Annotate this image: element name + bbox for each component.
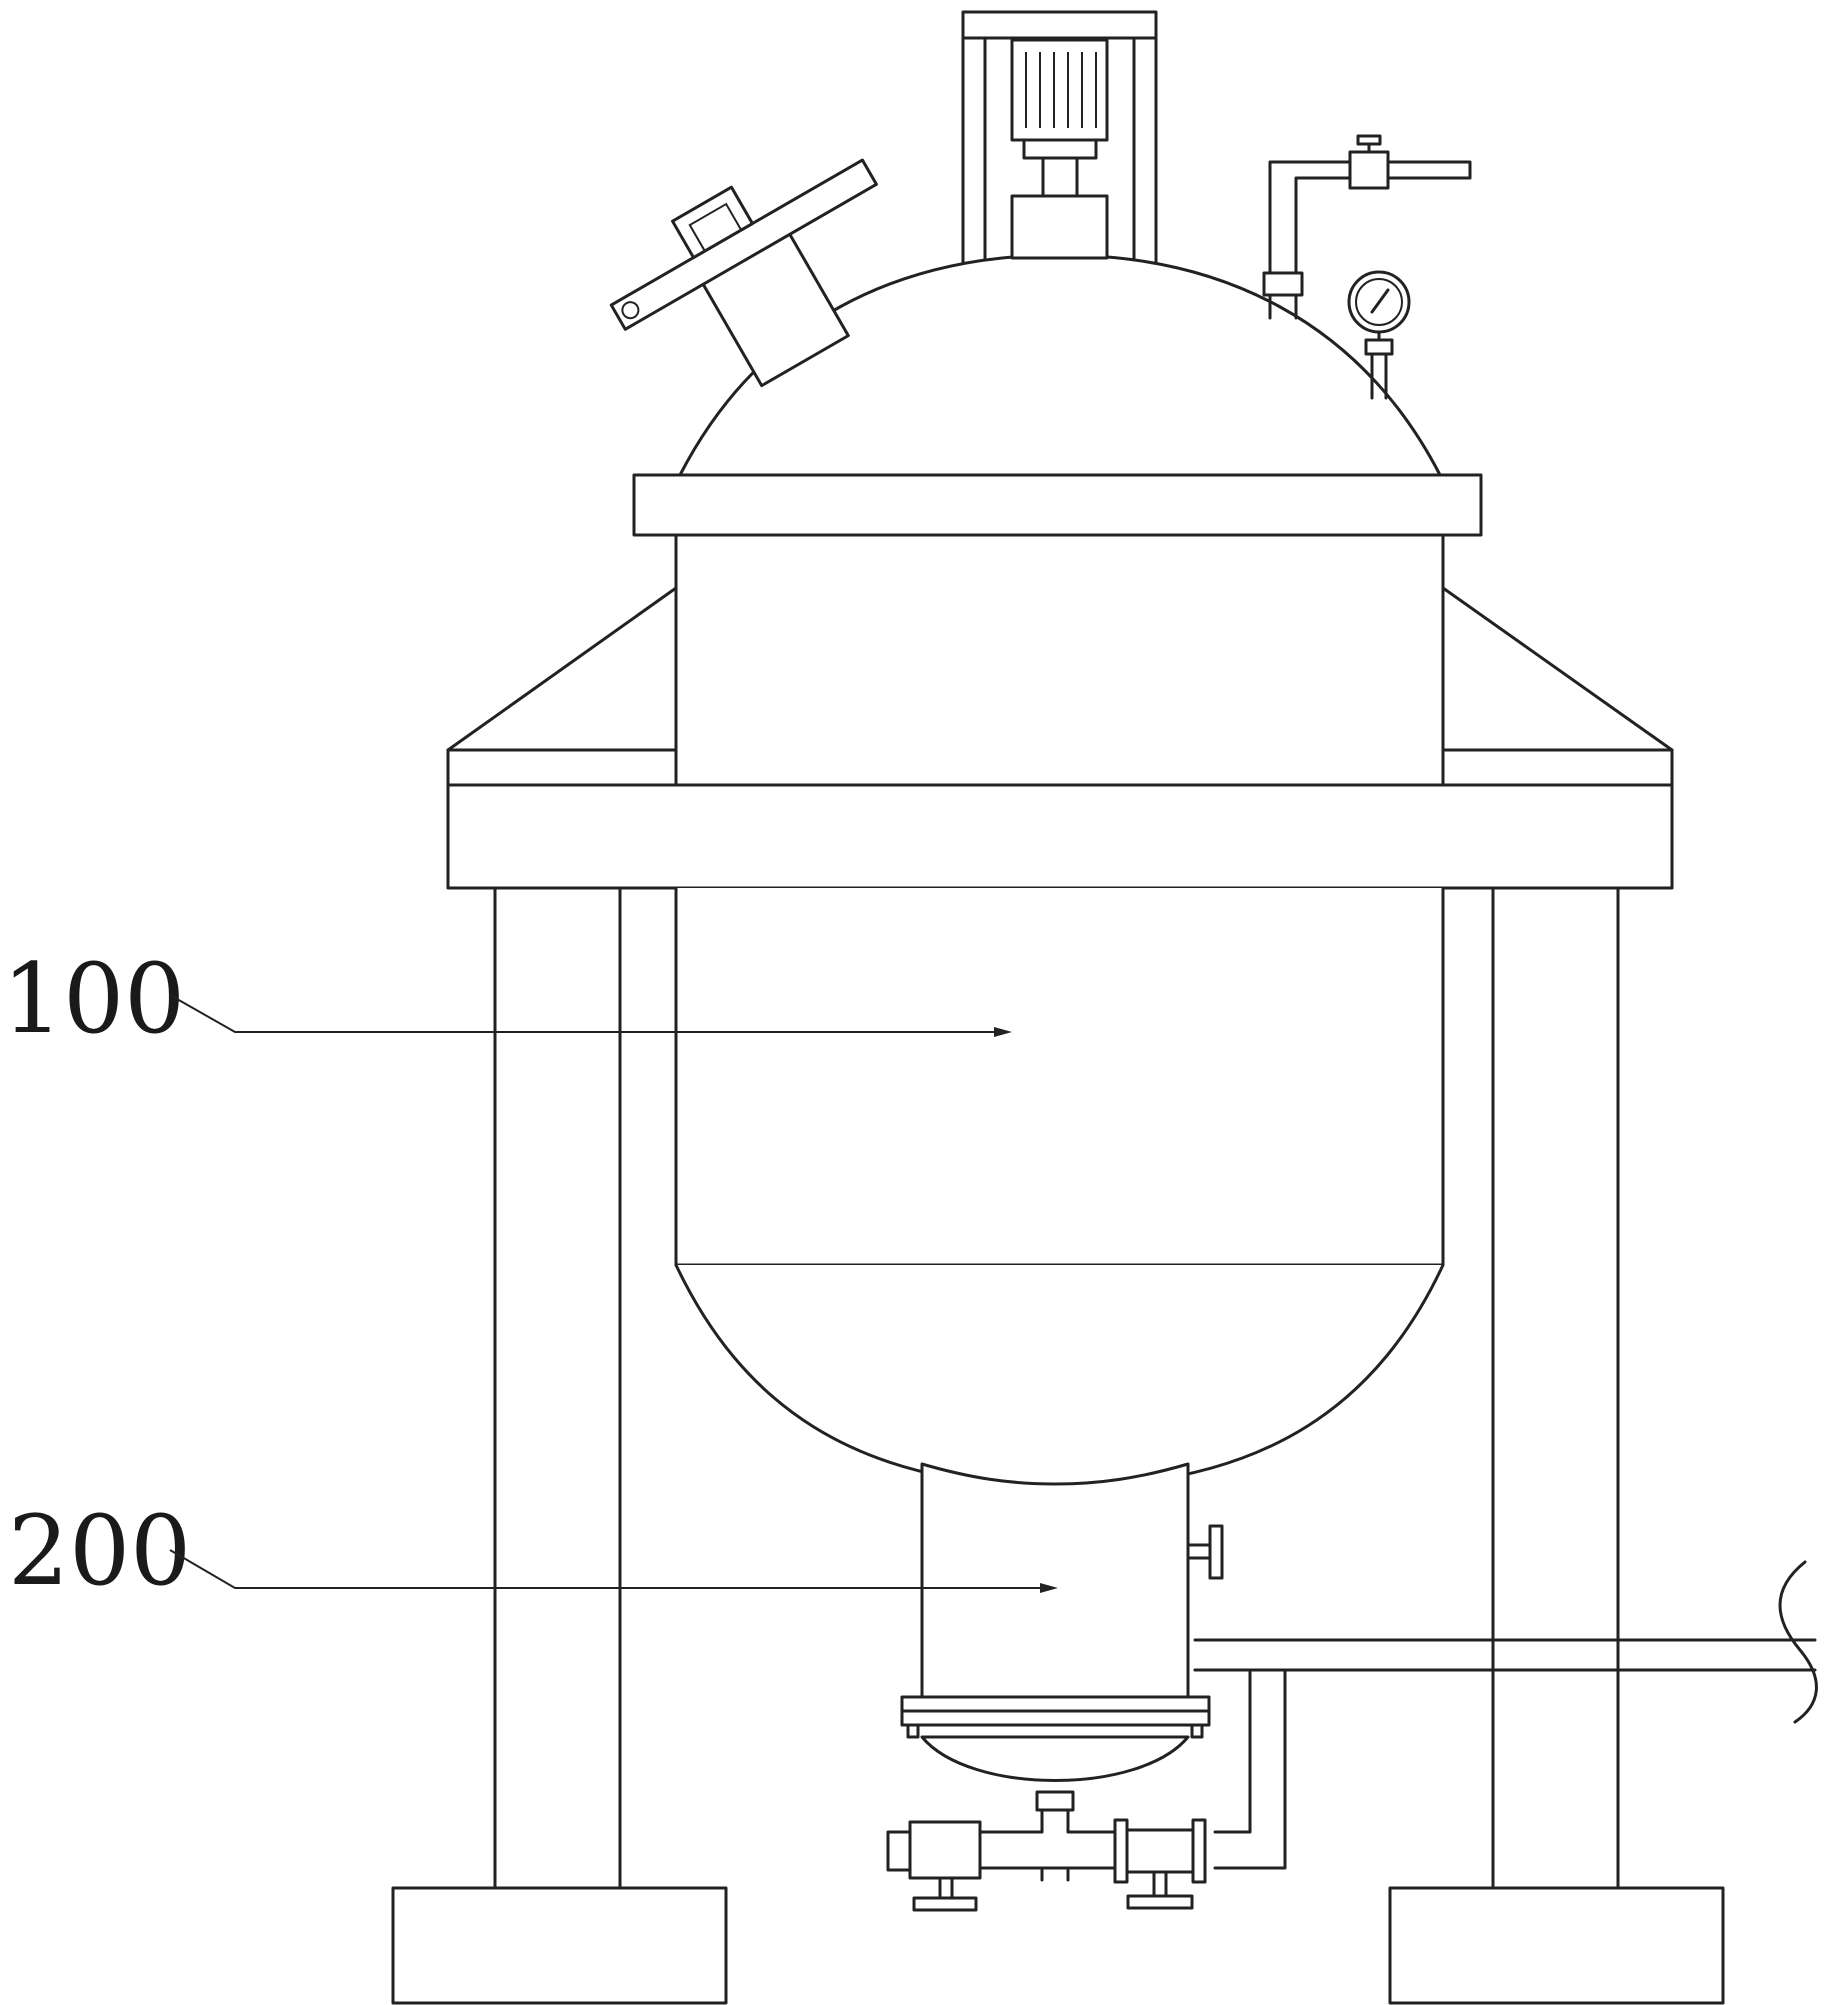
agitator-motor — [961, 10, 1158, 264]
arrow-head-icon — [1040, 1583, 1058, 1593]
label-100: 100 — [2, 943, 185, 1055]
bottom-pump-assembly — [886, 1808, 1207, 1912]
callout-200: 200 — [8, 1495, 1058, 1607]
motor-fins-icon — [1025, 52, 1097, 128]
support-frame — [446, 748, 1674, 890]
pressure-gauge-icon — [1347, 270, 1411, 400]
reactor-vessel-100 — [674, 533, 1445, 1489]
top-dome — [632, 253, 1483, 537]
filter-unit-200 — [900, 1462, 1224, 1812]
arrow-head-icon — [994, 1027, 1012, 1037]
feed-port — [609, 158, 878, 388]
left-support-leg — [391, 886, 728, 2005]
discharge-pipe — [1193, 1560, 1818, 1870]
label-200: 200 — [8, 1495, 191, 1607]
callout-100: 100 — [2, 943, 1012, 1055]
inlet-pipe-valve — [1262, 134, 1472, 320]
sample-valve-icon — [1186, 1524, 1224, 1580]
